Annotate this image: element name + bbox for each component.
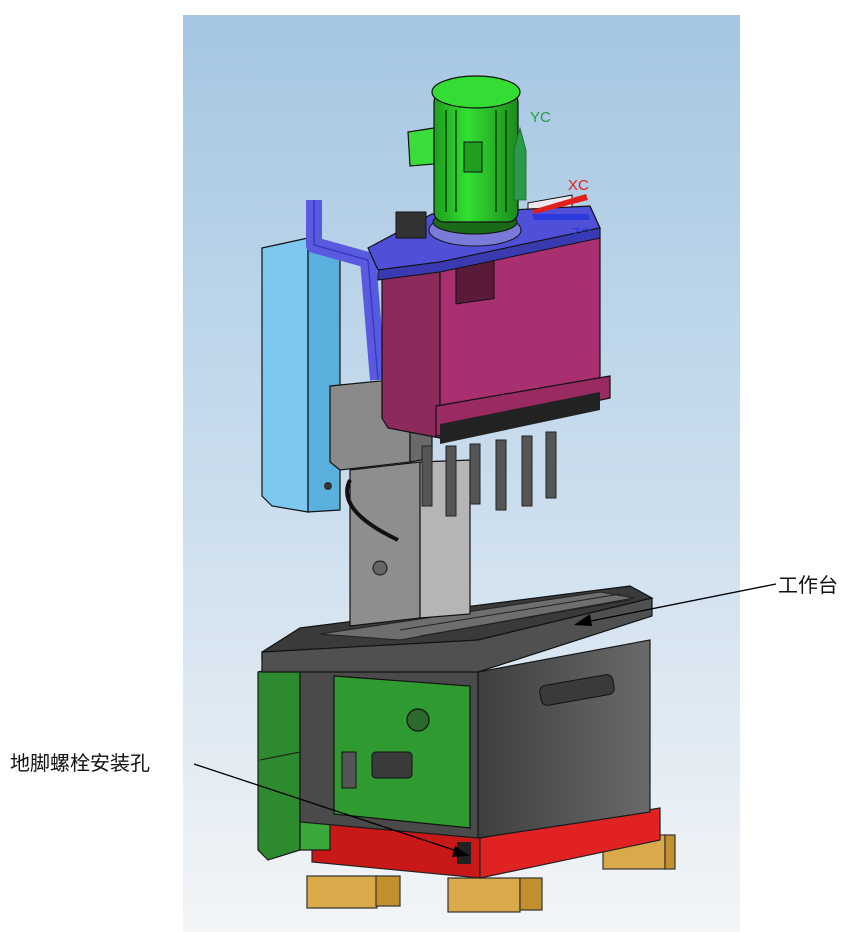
callout-worktable: 工作台 (778, 573, 838, 597)
motor (407, 75, 521, 235)
base-cabinet (299, 639, 651, 839)
leader-worktable (574, 583, 777, 626)
axis-label-xc: XC (568, 177, 589, 194)
coolant-pipe (306, 200, 386, 381)
axis-label-zc: ZC (571, 225, 591, 242)
drill-spindles (421, 431, 557, 517)
callout-foot-bolt-hole: 地脚螺栓安装孔 (10, 751, 150, 775)
electric-box (261, 237, 341, 513)
column (345, 459, 471, 627)
leader-foot-bolt-hole (193, 763, 470, 857)
worktable (261, 585, 654, 673)
axis-label-yc: YC (530, 109, 551, 126)
head-top-plate (367, 205, 601, 281)
coordinate-triad (513, 126, 590, 220)
